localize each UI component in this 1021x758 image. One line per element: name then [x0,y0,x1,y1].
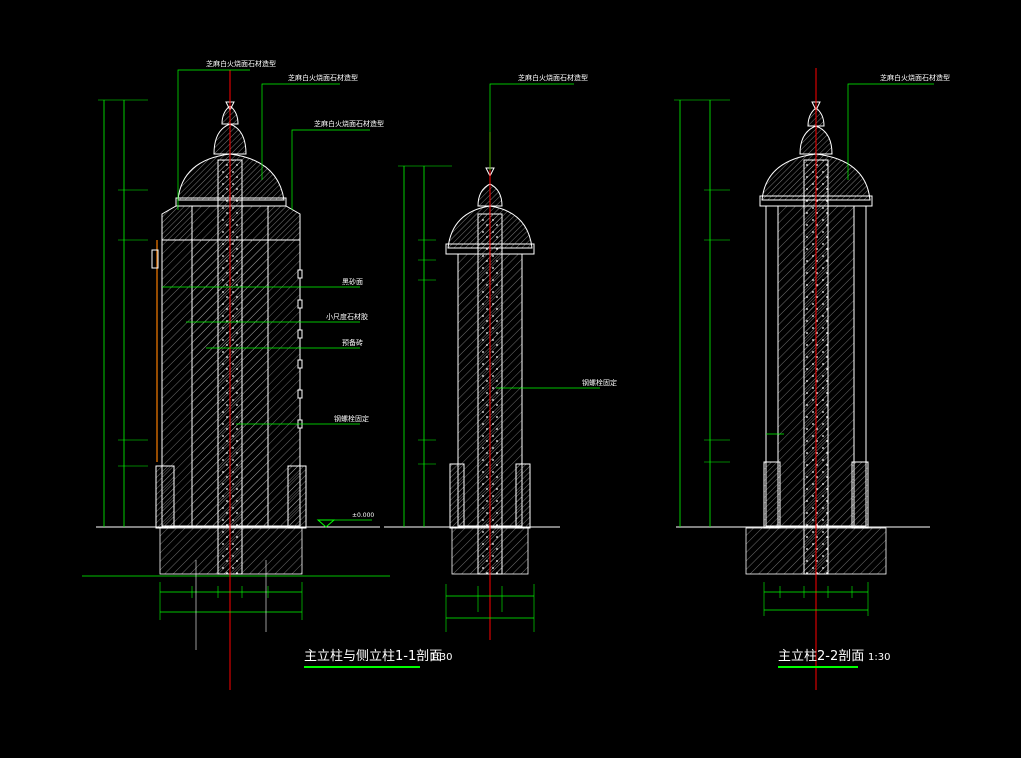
section-scale-2-2: 1:30 [868,652,890,663]
callout-cap-c: 芝麻白火烧面石材造型 [314,119,384,128]
callout-bolt: 钢螺栓固定 [334,414,369,423]
callout-precast: 预备砖 [342,338,363,347]
main-pillar-section-1-1 [82,69,390,690]
callout-steel-mid: 钢螺栓固定 [582,378,617,387]
callout-cap-b: 芝麻白火烧面石材造型 [288,73,358,82]
callout-cap-a: 芝麻白火烧面石材造型 [206,59,276,68]
callout-finish: 黑砂面 [342,277,363,286]
section-title-1-1: 主立柱与侧立柱1-1剖面 [304,649,442,664]
callout-stone-glue: 小尺度石材胶 [326,312,368,321]
callout-cap-right: 芝麻白火烧面石材造型 [880,73,950,82]
section-title-2-2: 主立柱2-2剖面 [778,649,864,664]
callout-cap-mid: 芝麻白火烧面石材造型 [518,73,588,82]
section-scale-1-1: 1:30 [430,652,452,663]
main-pillar-section-2-2 [674,68,934,690]
side-pillar-section [384,83,600,640]
level-mark: ±0.000 [352,512,374,519]
